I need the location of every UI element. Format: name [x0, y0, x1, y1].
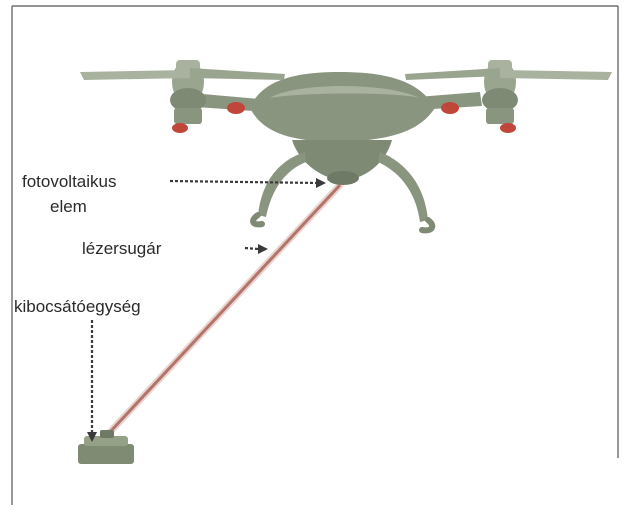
emitter-arrow: [87, 320, 97, 442]
label-photovoltaic-line2: elem: [50, 197, 87, 216]
label-laser-beam: lézersugár: [82, 239, 162, 258]
laser-beam: [110, 185, 340, 432]
label-photovoltaic-line1: fotovoltaikus: [22, 172, 117, 191]
label-emitter-unit: kibocsátóegység: [14, 297, 141, 316]
drone: [80, 60, 612, 230]
laser-arrow: [245, 244, 268, 254]
photovoltaic-arrow: [170, 178, 326, 188]
emitter-unit: [78, 430, 134, 464]
left-rotor-assembly: [80, 60, 285, 133]
drone-body: [250, 72, 435, 185]
